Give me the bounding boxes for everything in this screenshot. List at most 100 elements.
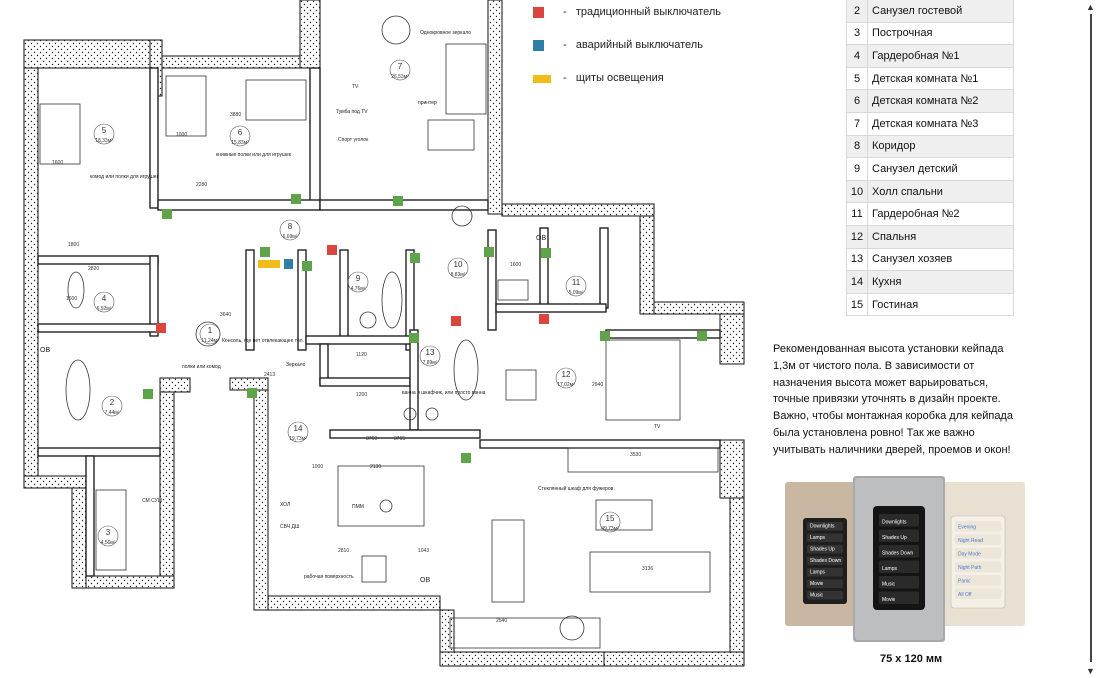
- keypad-button: [955, 588, 1001, 599]
- keypad-button-label: Movie: [882, 597, 896, 603]
- scroll-up-icon[interactable]: ▲: [1086, 2, 1095, 12]
- svg-text:6,69м²: 6,69м²: [283, 234, 298, 240]
- room-name: Холл спальни: [867, 179, 1014, 204]
- keypad-button: [955, 575, 1001, 586]
- keypad-switch: [541, 248, 551, 258]
- keypad-button-label: Shades Down: [882, 551, 913, 557]
- keypad-button: [879, 576, 919, 589]
- svg-text:15,83м²: 15,83м²: [231, 140, 249, 146]
- keypad-switch: [247, 388, 257, 398]
- room-name: Детская комната №2: [867, 89, 1014, 113]
- keypad-switch: [461, 453, 471, 463]
- keypad-button-label: Night Path: [958, 565, 982, 571]
- svg-text:TV: TV: [654, 424, 661, 430]
- room-number: 14: [846, 270, 868, 294]
- keypad-button: [807, 579, 843, 588]
- keypad-button-label: Movie: [810, 581, 824, 587]
- svg-text:СВЧ ДШ: СВЧ ДШ: [280, 524, 300, 530]
- svg-text:2280: 2280: [196, 182, 207, 188]
- room-number: 7: [846, 111, 868, 136]
- svg-text:3880: 3880: [230, 112, 241, 118]
- svg-text:Консоль, где нет отвлекающее т: Консоль, где нет отвлекающее тел.: [222, 338, 304, 344]
- svg-text:1043: 1043: [418, 548, 429, 554]
- blue-square-icon: [533, 40, 544, 51]
- svg-text:OB: OB: [40, 347, 50, 354]
- keypad-switch: [410, 253, 420, 263]
- floor-plan: 518,33м² 615,83м² 726,53м² 86,69м² 46,92…: [23, 0, 745, 667]
- svg-text:7,44м²: 7,44м²: [105, 410, 120, 416]
- room-bubble: 46,92м²: [93, 291, 115, 313]
- room-name: Спальня: [867, 224, 1014, 249]
- keypad-button: [879, 560, 919, 573]
- keypad-switch: [302, 261, 312, 271]
- traditional-switch-marker: [451, 316, 461, 326]
- svg-text:5: 5: [102, 126, 107, 135]
- keypad-button: [955, 521, 1001, 532]
- scrollbar[interactable]: ▲ ▼: [1085, 0, 1097, 678]
- lighting-panel-marker: [258, 260, 280, 268]
- keypad-button-label: Downlights: [882, 520, 907, 526]
- svg-text:ванна и шкафчик, или просто ва: ванна и шкафчик, или просто ванна: [402, 390, 486, 396]
- keypad-switch: [260, 247, 270, 257]
- svg-text:1000: 1000: [312, 464, 323, 470]
- scroll-down-icon[interactable]: ▼: [1086, 666, 1095, 676]
- keypad-switch: [393, 196, 403, 206]
- svg-text:7,89м²: 7,89м²: [423, 360, 438, 366]
- room-name: Детская комната №1: [867, 66, 1014, 91]
- svg-text:19,73м²: 19,73м²: [289, 436, 307, 442]
- svg-text:Однокровное зеркало: Однокровное зеркало: [420, 30, 471, 36]
- svg-text:1120: 1120: [356, 352, 367, 358]
- yellow-bar-icon: [533, 75, 551, 83]
- exterior-walls: [23, 0, 745, 667]
- room-bubble: 115,09м²: [565, 275, 587, 297]
- svg-text:9: 9: [356, 274, 361, 283]
- emergency-switch-marker: [284, 259, 293, 269]
- keypad-button: [955, 561, 1001, 572]
- keypad-button: [879, 545, 919, 558]
- room-bubble: 108,83м²: [447, 257, 469, 279]
- room-number: 9: [846, 157, 868, 181]
- svg-text:6: 6: [238, 128, 243, 137]
- svg-text:17,02м²: 17,02м²: [557, 382, 575, 388]
- room-number: 12: [846, 224, 868, 249]
- svg-text:4,56м²: 4,56м²: [101, 540, 116, 546]
- svg-text:26,53м²: 26,53м²: [391, 74, 409, 80]
- svg-text:10: 10: [454, 260, 463, 269]
- room-bubble: 86,69м²: [279, 219, 301, 241]
- svg-text:2130: 2130: [370, 464, 381, 470]
- legend-label: - щиты освещения: [563, 72, 664, 84]
- svg-text:2413: 2413: [264, 372, 275, 378]
- room-bubble: 34,56м²: [97, 525, 119, 547]
- svg-text:2940: 2940: [592, 382, 603, 388]
- keypad-button-label: Shades Down: [810, 558, 841, 564]
- keypad-button-label: All Off: [958, 592, 972, 598]
- svg-text:полки или комод: полки или комод: [182, 364, 221, 370]
- interior-walls: [37, 67, 721, 577]
- room-number: 13: [846, 247, 868, 272]
- room-bubble: 12 17,02м²: [555, 367, 577, 389]
- scrollbar-thumb[interactable]: [1090, 14, 1092, 662]
- svg-text:OB: OB: [536, 235, 546, 242]
- keypad-switch: [162, 209, 172, 219]
- svg-text:11: 11: [572, 278, 581, 287]
- room-number: 11: [846, 202, 868, 226]
- keypad-button-label: Panic: [958, 579, 971, 585]
- svg-text:OB: OB: [420, 577, 430, 584]
- legend-label: - традиционный выключатель: [563, 6, 722, 18]
- room-number: 2: [846, 0, 868, 23]
- keypad-button-label: Music: [882, 582, 896, 588]
- svg-text:комод или полки для игрушек: комод или полки для игрушек: [90, 174, 160, 180]
- room-name: Санузел хозяев: [867, 247, 1014, 272]
- keypad-switch: [409, 333, 419, 343]
- svg-text:12: 12: [562, 370, 571, 379]
